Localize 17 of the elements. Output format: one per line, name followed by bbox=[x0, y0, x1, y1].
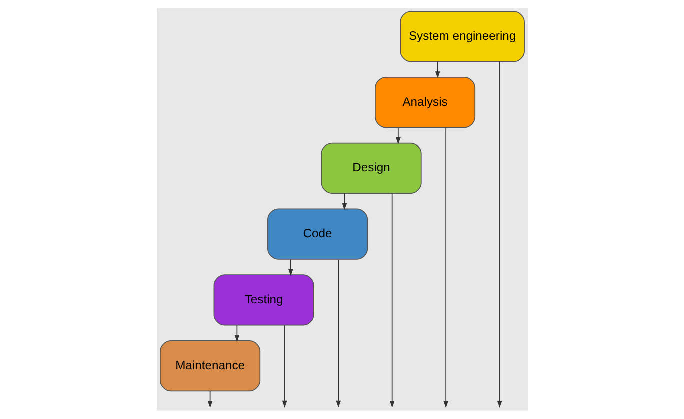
node-box: Testing bbox=[213, 274, 314, 326]
arrow bbox=[282, 325, 287, 408]
node-box: Analysis bbox=[374, 77, 476, 128]
arrow bbox=[336, 259, 341, 408]
arrow bbox=[443, 127, 448, 408]
node-box: System engineering bbox=[400, 11, 524, 62]
arrow bbox=[234, 325, 240, 342]
arrow bbox=[496, 61, 502, 408]
node-box: Code bbox=[267, 208, 368, 260]
node-box: Design bbox=[320, 142, 422, 194]
arrow bbox=[389, 193, 394, 408]
arrow bbox=[207, 390, 212, 408]
node-box: Maintenance bbox=[160, 340, 260, 392]
arrow bbox=[342, 193, 347, 210]
arrow bbox=[395, 127, 400, 144]
arrow bbox=[434, 62, 440, 79]
arrow bbox=[288, 259, 293, 276]
